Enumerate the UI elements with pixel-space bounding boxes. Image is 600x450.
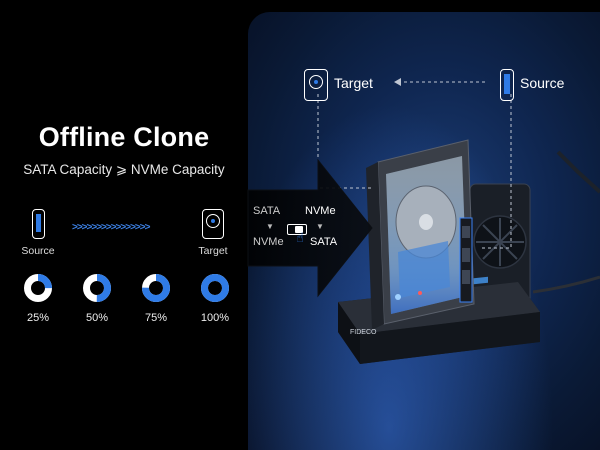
brand-logo: FIDECO <box>350 329 377 336</box>
stand-cable <box>556 150 600 194</box>
down-arrow-icon: ▼ <box>316 222 324 231</box>
connector-lines <box>317 81 512 249</box>
mode-bottom-left: NVMe <box>253 236 284 248</box>
progress-ring-fill <box>201 274 229 302</box>
progress-percent-label: 25% <box>26 312 50 324</box>
flow-source-label: Source <box>21 245 55 257</box>
power-led <box>418 291 422 295</box>
mode-bottom-right: SATA <box>310 236 338 248</box>
power-cable <box>532 275 600 294</box>
nvme-ssd <box>459 217 473 303</box>
cooling-fan <box>469 183 531 305</box>
progress-ring-fill <box>83 274 111 302</box>
page-subtitle: SATA Capacity ⩾ NVMe Capacity <box>23 162 225 177</box>
flow-target-label: Target <box>198 245 228 257</box>
progress-rings <box>24 274 229 302</box>
mode-top-left: SATA <box>253 205 281 217</box>
mode-switch-toggle[interactable] <box>287 224 307 235</box>
progress-ring-fill <box>24 274 52 302</box>
mode-top-right: NVMe <box>305 205 336 217</box>
ssd-icon <box>500 69 514 101</box>
hdd-icon <box>202 209 224 239</box>
status-led <box>395 294 401 300</box>
docking-station-illustration: FIDECO <box>317 78 600 364</box>
progress-percent-label: 100% <box>200 312 230 324</box>
down-arrow-icon: ▼ <box>266 222 274 231</box>
hard-drive <box>366 139 475 330</box>
product-photo-panel: FIDECO Target Source <box>248 12 600 450</box>
source-label: Source <box>520 75 565 91</box>
progress-ring-fill <box>142 274 170 302</box>
connector-arrowhead <box>394 78 401 86</box>
chevron-right-icon: >>>>>>>>>>>>>>>> <box>72 222 150 233</box>
progress-percent-label: 50% <box>85 312 109 324</box>
progress-percent-label: 75% <box>144 312 168 324</box>
hand-pointer-icon: ☝ <box>296 230 304 245</box>
target-label: Target <box>334 75 373 91</box>
ssd-icon <box>32 209 45 239</box>
page-title: Offline Clone <box>38 122 210 152</box>
hdd-icon <box>304 69 328 101</box>
